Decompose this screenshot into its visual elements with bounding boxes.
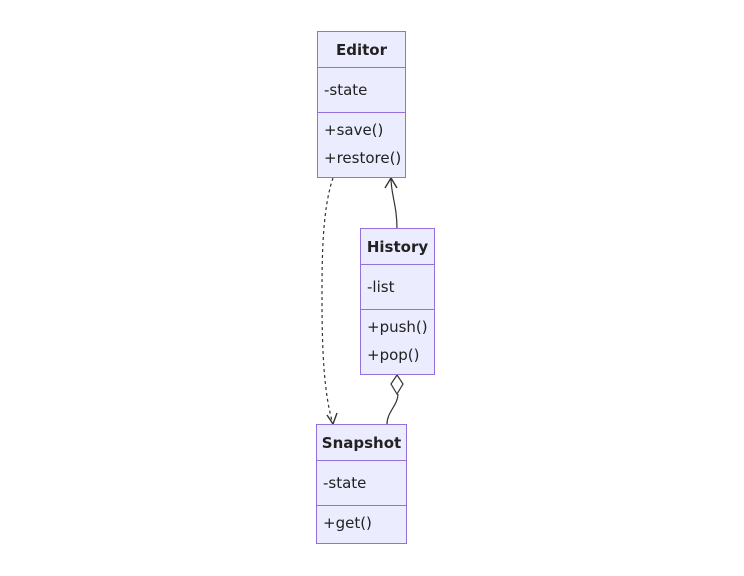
association-arrowhead <box>384 176 398 189</box>
aggregation-diamond <box>390 373 404 396</box>
class-name: Snapshot <box>317 425 406 461</box>
dependency-editor-snapshot <box>321 177 334 425</box>
attribute-section: -state <box>317 461 406 506</box>
attribute-section: -state <box>318 68 405 113</box>
class-editor: Editor -state +save() +restore() <box>317 31 406 178</box>
method: +push() <box>367 318 428 336</box>
method-section: +get() <box>317 506 406 537</box>
attribute: -state <box>324 81 368 99</box>
aggregation-history-snapshot <box>386 393 399 425</box>
method: +pop() <box>367 346 420 364</box>
class-name: History <box>361 229 434 265</box>
attribute: -state <box>323 474 367 492</box>
method: +get() <box>323 514 372 532</box>
attribute: -list <box>367 278 395 296</box>
method: +restore() <box>324 149 402 167</box>
class-snapshot: Snapshot -state +get() <box>316 424 407 544</box>
class-history: History -list +push() +pop() <box>360 228 435 375</box>
method: +save() <box>324 121 384 139</box>
class-name: Editor <box>318 32 405 68</box>
association-history-editor <box>390 177 398 230</box>
method-section: +push() +pop() <box>361 310 434 369</box>
method-section: +save() +restore() <box>318 113 405 172</box>
attribute-section: -list <box>361 265 434 310</box>
